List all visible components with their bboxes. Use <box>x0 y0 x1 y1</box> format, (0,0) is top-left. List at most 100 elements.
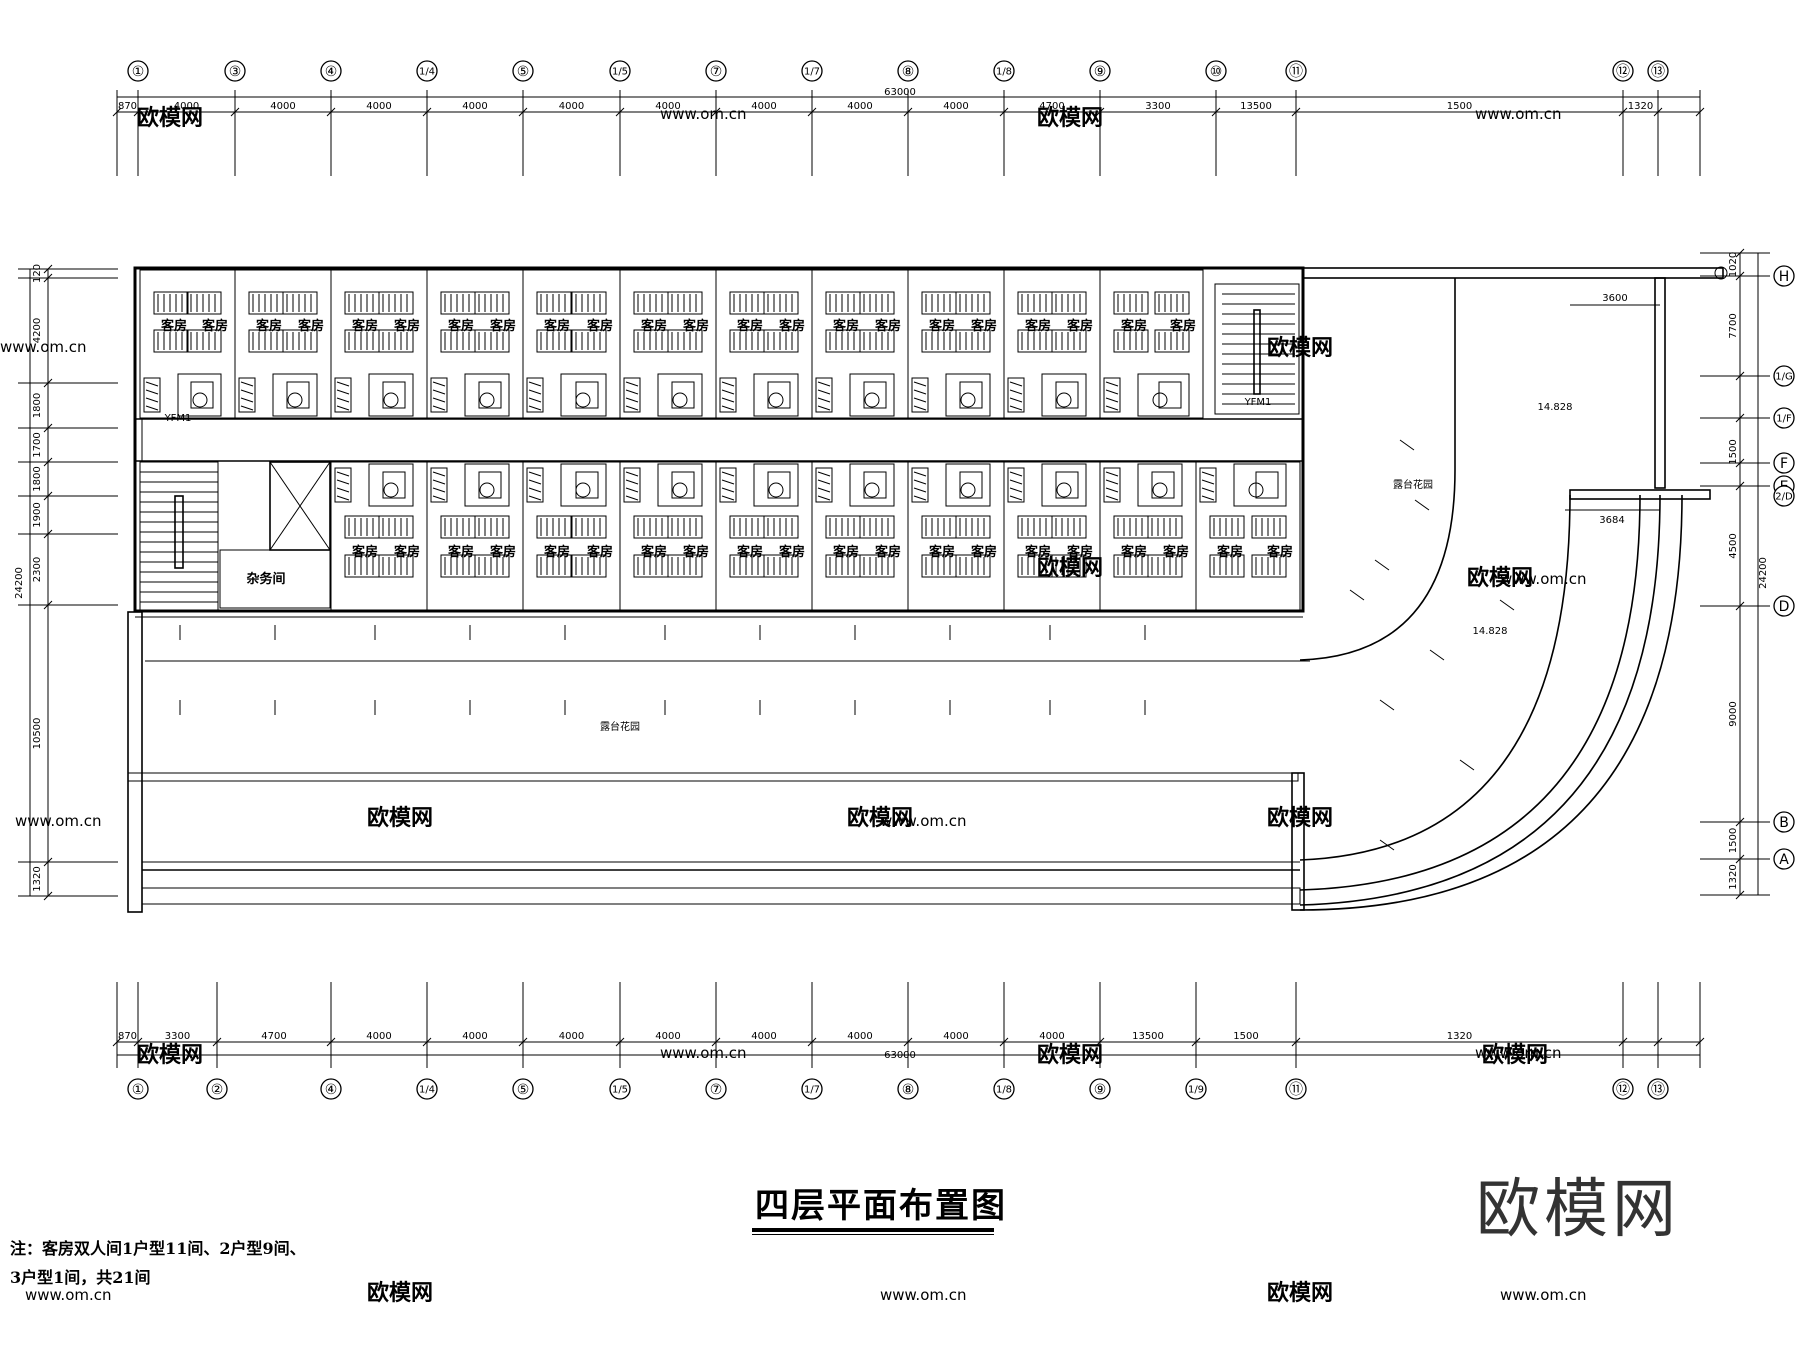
wardrobe-hatch <box>1009 381 1023 387</box>
right-axis-bubble <box>1773 485 1795 507</box>
guest-room: 客房客房 <box>1003 269 1101 419</box>
dimension-tick <box>43 273 53 283</box>
dimension-tick <box>518 107 528 117</box>
wardrobe-hatch <box>721 471 735 477</box>
guest-room: 客房客房 <box>1099 269 1204 419</box>
axis-bubble-label: F <box>1780 456 1788 472</box>
bed <box>955 554 991 578</box>
ramp-slope-mark <box>1374 559 1390 571</box>
wardrobe <box>1007 377 1025 413</box>
dimension-tick <box>1095 107 1105 117</box>
wardrobe <box>1103 377 1121 413</box>
guest-room-label: 客房 <box>1267 544 1293 560</box>
dimension-tick <box>43 529 53 539</box>
dimension-tick <box>999 107 1009 117</box>
left-dim-value: 4200 <box>32 318 43 343</box>
dimension-tick <box>1291 107 1301 117</box>
wardrobe <box>238 377 256 413</box>
wardrobe-hatch <box>432 397 446 403</box>
wardrobe-hatch <box>336 495 350 501</box>
right-axis-bubble <box>1773 595 1795 617</box>
wardrobe-hatch <box>528 381 542 387</box>
guest-room-label: 客房 <box>971 544 997 560</box>
right-total-dim: 24200 <box>1758 557 1769 589</box>
guest-room-label: 客房 <box>971 318 997 334</box>
wardrobe <box>1103 467 1121 503</box>
bottom-axis-bubble <box>705 1078 727 1100</box>
axis-bubble-label: 1/7 <box>804 1085 820 1096</box>
wardrobe-hatch <box>240 397 254 403</box>
watermark-text: 欧模网 <box>847 805 913 831</box>
axis-bubble-label: ⑪ <box>1289 1082 1303 1098</box>
top-dim-value: 4000 <box>270 101 295 112</box>
dimension-tick <box>615 1037 625 1047</box>
watermark-url: www.om.cn <box>15 812 102 830</box>
bottom-axis-bubble <box>801 1078 823 1100</box>
axis-bubble-label: 1/5 <box>612 67 628 78</box>
top-axis-bubble <box>993 60 1015 82</box>
top-dim-value: 1500 <box>1447 101 1472 112</box>
top-total-dim: 63000 <box>884 87 916 98</box>
wardrobe-hatch <box>1201 471 1215 477</box>
wardrobe-hatch <box>336 389 350 395</box>
wardrobe <box>526 467 544 503</box>
bathroom <box>753 373 799 417</box>
toilet <box>479 482 495 498</box>
wardrobe-hatch <box>817 487 831 493</box>
left-dimension-layer: 1204200180017001800190023001050013202420… <box>14 264 118 901</box>
wardrobe-hatch <box>625 389 639 395</box>
wardrobe-hatch <box>528 471 542 477</box>
bathroom <box>1137 373 1190 417</box>
bottom-dim-value: 1320 <box>1447 1031 1472 1042</box>
wardrobe-hatch <box>1105 381 1119 387</box>
terrace-garden-label-2: 露台花园 <box>1393 478 1433 491</box>
corridor-end-door <box>135 418 143 462</box>
washbasin <box>1151 471 1175 499</box>
exterior-wall <box>133 266 1305 613</box>
wardrobe-hatch <box>1201 495 1215 501</box>
dimension-tick <box>1618 1037 1628 1047</box>
north-balcony-rail <box>1302 267 1724 279</box>
dimension-tick <box>1695 1037 1705 1047</box>
axis-bubble-label: D <box>1779 599 1790 615</box>
bed <box>859 515 895 539</box>
guest-room: 客房客房 <box>330 269 428 419</box>
watermark-text: 欧模网 <box>1267 805 1333 831</box>
wardrobe-hatch <box>336 381 350 387</box>
top-dim-value: 4700 <box>1039 101 1064 112</box>
axis-bubble-label: 1/F <box>1776 414 1792 425</box>
right-dim-value: 1320 <box>1728 864 1739 889</box>
top-dim-value: 4000 <box>366 101 391 112</box>
bed <box>536 329 572 353</box>
bed <box>571 515 607 539</box>
washbasin <box>190 381 214 409</box>
bed <box>955 329 991 353</box>
bathroom <box>464 373 510 417</box>
bed <box>955 291 991 315</box>
bottom-axis-bubble <box>1285 1078 1307 1100</box>
washbasin <box>767 471 791 499</box>
bed <box>1113 515 1149 539</box>
wardrobe-hatch <box>240 389 254 395</box>
top-dim-value: 1320 <box>1628 101 1653 112</box>
top-axis-bubble <box>1205 60 1227 82</box>
watermark-layer: 欧模网欧模网欧模网欧模网欧模网欧模网欧模网欧模网欧模网欧模网欧模网欧模网欧模网w… <box>0 105 1587 1306</box>
wardrobe-hatch <box>1009 389 1023 395</box>
bed <box>825 291 861 315</box>
axis-bubble-label: ⑨ <box>1094 64 1107 80</box>
wardrobe-hatch <box>721 487 735 493</box>
top-axis-bubble <box>127 60 149 82</box>
wardrobe-hatch <box>432 495 446 501</box>
right-dimension-layer: 102077001500450090001500132024200H1/G1/F… <box>1700 248 1795 900</box>
wardrobe-hatch <box>817 405 831 411</box>
dimension-tick <box>43 423 53 433</box>
wardrobe-hatch <box>625 381 639 387</box>
dimension-tick <box>1695 107 1705 117</box>
bed <box>248 291 284 315</box>
guest-room-label: 客房 <box>683 544 709 560</box>
wardrobe-hatch <box>432 389 446 395</box>
bed <box>536 554 572 578</box>
watermark-url: www.om.cn <box>1475 105 1562 123</box>
bed <box>1017 515 1053 539</box>
guest-room-label: 客房 <box>683 318 709 334</box>
